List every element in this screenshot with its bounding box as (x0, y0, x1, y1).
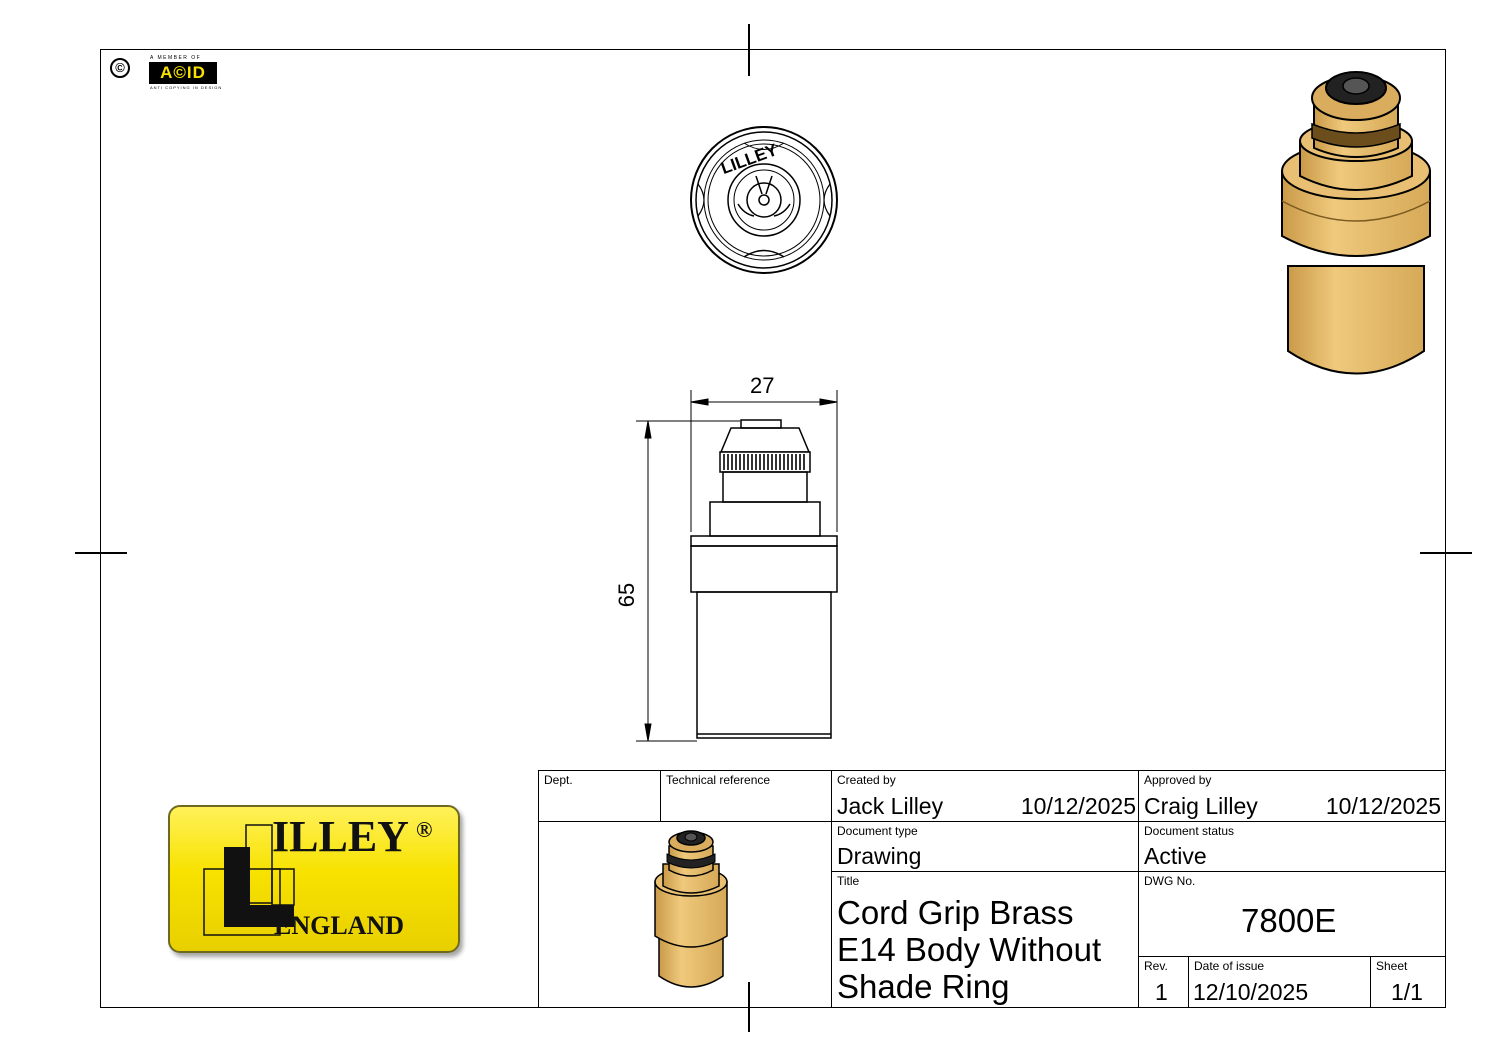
center-mark-top (748, 24, 750, 76)
title-line-3: Shade Ring (837, 968, 1010, 1005)
dimension-height: 65 (614, 582, 640, 608)
created-by-cell: Created by Jack Lilley 10/12/2025 (831, 770, 1139, 822)
rev-label: Rev. (1144, 959, 1168, 973)
created-by-name: Jack Lilley (837, 793, 944, 819)
dwg-no-cell: DWG No. 7800E (1138, 871, 1446, 957)
dept-label: Dept. (544, 773, 573, 787)
document-status-label: Document status (1144, 824, 1235, 838)
sheet-cell: Sheet 1/1 (1370, 956, 1446, 1008)
created-by-date: 10/12/2025 (1020, 793, 1136, 819)
approved-by-cell: Approved by Craig Lilley 10/12/2025 (1138, 770, 1446, 822)
sheet-label: Sheet (1376, 959, 1408, 973)
document-type-cell: Document type Drawing (831, 821, 1139, 872)
lilley-england-logo: ILLEY ® ENGLAND (168, 805, 460, 953)
title-block: Dept. Technical reference (538, 770, 1446, 1008)
sheet-value: 1/1 (1391, 979, 1423, 1005)
document-type-label: Document type (837, 824, 918, 838)
acid-logo: A©ID (149, 62, 217, 84)
created-by-label: Created by (837, 773, 896, 787)
title-label: Title (837, 874, 860, 888)
rev-value: 1 (1155, 979, 1168, 1005)
title-line-1: Cord Grip Brass (837, 894, 1074, 931)
document-status-cell: Document status Active (1138, 821, 1446, 872)
acid-tagline: ANTI COPYING IN DESIGN (150, 85, 223, 90)
thumbnail-render (654, 830, 728, 988)
tech-ref-label: Technical reference (666, 773, 771, 787)
tech-ref-cell: Technical reference (660, 770, 832, 822)
document-status-value: Active (1144, 843, 1207, 869)
title-cell: Title Cord Grip Brass E14 Body Without S… (831, 871, 1139, 1008)
date-of-issue-value: 12/10/2025 (1193, 979, 1309, 1005)
title-line-2: E14 Body Without (837, 931, 1102, 968)
dwg-no-label: DWG No. (1144, 874, 1196, 888)
center-mark-right (1420, 552, 1472, 554)
thumbnail-cell (538, 821, 832, 1008)
document-type-value: Drawing (837, 843, 922, 869)
logo-brand-text: ILLEY (272, 812, 409, 861)
isometric-render (1281, 71, 1431, 375)
registered-icon: ® (416, 817, 433, 842)
date-of-issue-cell: Date of issue 12/10/2025 (1188, 956, 1371, 1008)
dept-cell: Dept. (538, 770, 661, 822)
center-mark-left (75, 552, 127, 554)
logo-subtitle-text: ENGLAND (274, 911, 405, 940)
dimension-width: 27 (750, 373, 775, 398)
copyright-icon: © (110, 58, 130, 78)
front-view-drawing (636, 390, 838, 742)
dwg-no-value: 7800E (1241, 902, 1337, 939)
lilley-monogram-icon (203, 824, 295, 936)
approved-by-label: Approved by (1144, 773, 1212, 787)
approved-by-date: 10/12/2025 (1325, 793, 1441, 819)
rev-cell: Rev. 1 (1138, 956, 1189, 1008)
date-of-issue-label: Date of issue (1194, 959, 1265, 973)
acid-member-text: A MEMBER OF (150, 55, 202, 61)
top-view-drawing: LILLEY (690, 126, 838, 274)
approved-by-name: Craig Lilley (1144, 793, 1258, 819)
